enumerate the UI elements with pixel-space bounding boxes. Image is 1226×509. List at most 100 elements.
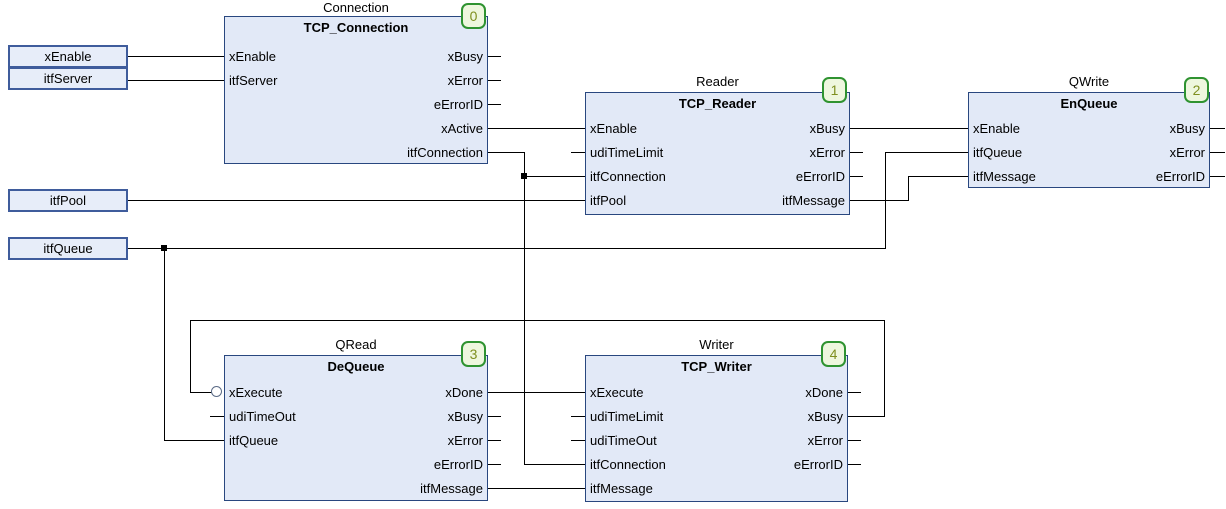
wire <box>128 200 585 201</box>
wire-stub <box>850 176 863 177</box>
wire <box>524 464 585 465</box>
wire-stub <box>488 104 501 105</box>
fb-tcp-writer[interactable]: TCP_Writer xExecute udiTimeLimit udiTime… <box>585 355 848 502</box>
pin-output-xerror[interactable]: xError <box>447 73 483 88</box>
instance-label-qread[interactable]: QRead <box>335 337 377 352</box>
var-itfpool[interactable]: itfPool <box>8 189 128 212</box>
wire <box>848 416 885 417</box>
negated-input-circle <box>211 386 222 397</box>
pin-input-itfmessage[interactable]: itfMessage <box>590 481 653 496</box>
pin-input-itfpool[interactable]: itfPool <box>590 193 627 208</box>
wire-stub <box>571 440 585 441</box>
wire-stub <box>848 464 861 465</box>
wire <box>128 80 224 81</box>
wire <box>524 176 585 177</box>
wire <box>128 56 224 57</box>
wire <box>190 320 885 321</box>
fb-enqueue[interactable]: EnQueue xEnable itfQueue itfMessage xBus… <box>968 92 1210 188</box>
var-itfserver[interactable]: itfServer <box>8 67 128 90</box>
pin-output-xbusy[interactable]: xBusy <box>447 409 483 424</box>
instance-label-writer[interactable]: Writer <box>699 337 734 352</box>
pin-output-itfconnection[interactable]: itfConnection <box>407 145 483 160</box>
fb-dequeue[interactable]: DeQueue xExecute udiTimeOut itfQueue xDo… <box>224 355 488 501</box>
wire-stub <box>488 80 501 81</box>
pin-output-xbusy[interactable]: xBusy <box>447 49 483 64</box>
pin-output-eerrorid[interactable]: eErrorID <box>1155 169 1205 184</box>
pin-input-uditimelimit[interactable]: udiTimeLimit <box>590 145 664 160</box>
wire <box>908 176 968 177</box>
wire <box>128 248 885 249</box>
fb-type-name: EnQueue <box>1060 96 1118 111</box>
pin-output-xerror[interactable]: xError <box>447 433 483 448</box>
instance-label-qwrite[interactable]: QWrite <box>1068 74 1110 89</box>
instance-label-reader[interactable]: Reader <box>696 74 739 89</box>
wire <box>488 128 585 129</box>
wire <box>524 152 525 465</box>
pin-output-xerror[interactable]: xError <box>807 433 843 448</box>
pin-output-xerror[interactable]: xError <box>1169 145 1205 160</box>
pin-output-xbusy[interactable]: xBusy <box>807 409 843 424</box>
pin-output-xbusy[interactable]: xBusy <box>809 121 845 136</box>
pin-input-xenable[interactable]: xEnable <box>590 121 637 136</box>
fb-type-name: TCP_Reader <box>678 96 757 111</box>
fb-tcp-connection[interactable]: TCP_Connection xEnable itfServer xBusy x… <box>224 16 488 164</box>
pin-input-itfserver[interactable]: itfServer <box>229 73 278 88</box>
pin-input-itfconnection[interactable]: itfConnection <box>590 169 666 184</box>
wire <box>885 152 886 249</box>
pin-output-xerror[interactable]: xError <box>809 145 845 160</box>
wire-stub <box>571 416 585 417</box>
wire-stub <box>571 152 585 153</box>
pin-output-xdone[interactable]: xDone <box>445 385 483 400</box>
pin-input-uditimeout[interactable]: udiTimeOut <box>229 409 296 424</box>
wire-stub <box>1210 176 1225 177</box>
execution-order-badge: 3 <box>461 341 486 367</box>
pin-input-uditimelimit[interactable]: udiTimeLimit <box>590 409 664 424</box>
pin-output-xbusy[interactable]: xBusy <box>1169 121 1205 136</box>
wire-stub <box>850 152 863 153</box>
wire <box>850 200 909 201</box>
wire <box>488 152 525 153</box>
wire-stub <box>1210 128 1225 129</box>
var-label: itfServer <box>43 71 93 86</box>
wire <box>850 128 968 129</box>
pin-input-xenable[interactable]: xEnable <box>229 49 276 64</box>
pin-input-uditimeout[interactable]: udiTimeOut <box>590 433 657 448</box>
pin-output-xdone[interactable]: xDone <box>805 385 843 400</box>
pin-input-xexecute[interactable]: xExecute <box>590 385 644 400</box>
pin-output-eerrorid[interactable]: eErrorID <box>433 457 483 472</box>
wire <box>884 320 885 417</box>
var-itfqueue[interactable]: itfQueue <box>8 237 128 260</box>
wire-stub <box>210 416 224 417</box>
wire <box>164 440 224 441</box>
pin-output-itfmessage[interactable]: itfMessage <box>782 193 845 208</box>
wire <box>190 392 212 393</box>
wire-stub <box>848 440 861 441</box>
pin-input-itfmessage[interactable]: itfMessage <box>973 169 1036 184</box>
wire-stub <box>488 464 501 465</box>
execution-order-badge: 0 <box>461 3 486 29</box>
wire <box>885 152 968 153</box>
pin-output-eerrorid[interactable]: eErrorID <box>793 457 843 472</box>
wire-stub <box>1210 152 1225 153</box>
pin-output-xactive[interactable]: xActive <box>441 121 483 136</box>
pin-input-xenable[interactable]: xEnable <box>973 121 1020 136</box>
wire <box>908 176 909 201</box>
fb-type-name: DeQueue <box>327 359 385 374</box>
fb-tcp-reader[interactable]: TCP_Reader xEnable udiTimeLimit itfConne… <box>585 92 850 215</box>
fb-type-name: TCP_Writer <box>681 359 752 374</box>
wire-stub <box>848 392 861 393</box>
pin-input-xexecute[interactable]: xExecute <box>229 385 283 400</box>
pin-input-itfqueue[interactable]: itfQueue <box>229 433 279 448</box>
var-xenable[interactable]: xEnable <box>8 45 128 68</box>
pin-output-eerrorid[interactable]: eErrorID <box>433 97 483 112</box>
wire-stub <box>488 416 501 417</box>
pin-input-itfconnection[interactable]: itfConnection <box>590 457 666 472</box>
pin-output-itfmessage[interactable]: itfMessage <box>420 481 483 496</box>
pin-input-itfqueue[interactable]: itfQueue <box>973 145 1023 160</box>
execution-order-badge: 2 <box>1184 77 1209 103</box>
wire <box>190 320 191 393</box>
pin-output-eerrorid[interactable]: eErrorID <box>795 169 845 184</box>
wire-junction <box>521 173 527 179</box>
instance-label-connection[interactable]: Connection <box>323 0 389 15</box>
